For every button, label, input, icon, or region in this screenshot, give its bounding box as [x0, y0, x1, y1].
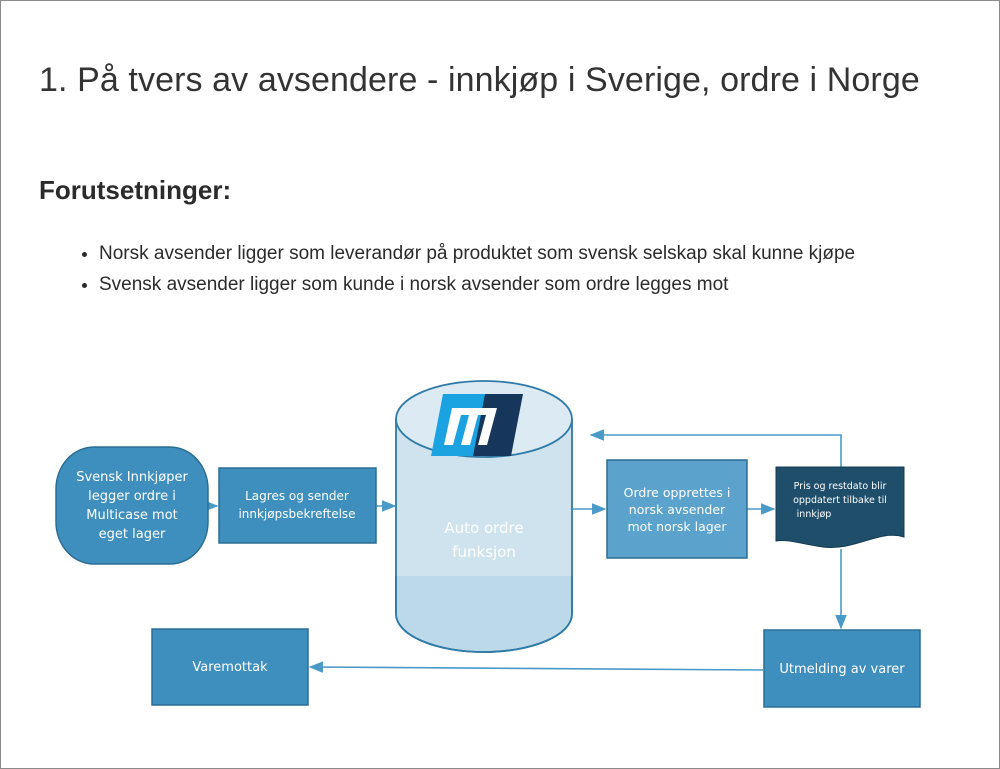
buyer-line-1: Svensk Innkjøper [76, 470, 188, 485]
order-line-1: Ordre opprettes i [624, 485, 731, 500]
receive-label: Varemottak [192, 660, 268, 675]
auto-line-2: funksjon [452, 543, 516, 561]
node-saved: Lagres og sender innkjøpsbekreftelse [218, 467, 377, 544]
auto-line-1: Auto ordre [444, 519, 523, 537]
order-line-2: norsk avsender [629, 502, 726, 517]
page-title: 1. På tvers av avsendere - innkjøp i Sve… [39, 61, 920, 99]
buyer-line-2: legger ordre i [88, 489, 176, 504]
node-buyer: Svensk Innkjøper legger ordre i Multicas… [55, 446, 209, 565]
multicase-logo [431, 394, 523, 456]
saved-line-2: innkjøpsbekreftelse [238, 507, 355, 521]
node-order: Ordre opprettes i norsk avsender mot nor… [606, 459, 748, 559]
node-price-update: Pris og restdato blir oppdatert tilbake … [775, 466, 905, 548]
buyer-line-4: eget lager [99, 527, 166, 542]
list-item: Norsk avsender ligger som leverandør på … [99, 243, 855, 264]
saved-line-1: Lagres og sender [245, 489, 349, 503]
node-receive: Varemottak [151, 628, 309, 706]
order-line-3: mot norsk lager [627, 519, 727, 534]
buyer-line-3: Multicase mot [86, 508, 178, 523]
prerequisites-heading: Forutsetninger: [39, 175, 232, 205]
dispatch-label: Utmelding av varer [779, 662, 905, 677]
arrow-dispatch-to-receive [308, 661, 764, 673]
price-line-2: oppdatert tilbake til [793, 495, 887, 506]
price-line-1: Pris og restdato blir [794, 481, 887, 492]
price-line-3: innkjøp [797, 509, 832, 520]
arrow-price-back-to-auto [589, 429, 842, 467]
list-item: Svensk avsender ligger som kunde i norsk… [99, 274, 855, 295]
node-dispatch: Utmelding av varer [763, 629, 921, 708]
prerequisites-list: Norsk avsender ligger som leverandør på … [59, 243, 855, 305]
